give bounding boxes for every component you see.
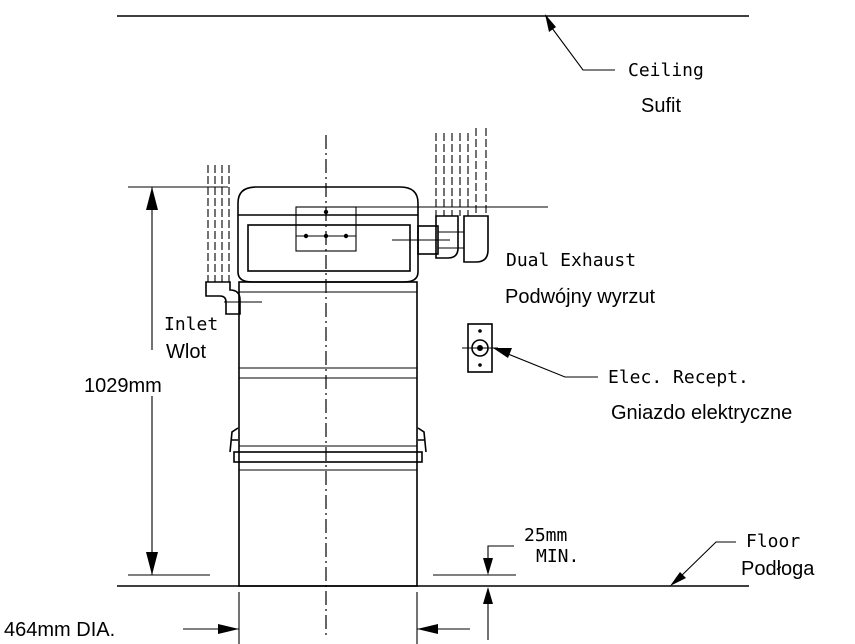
floor-label-en: Floor	[746, 531, 800, 552]
floor-label-pl: Podłoga	[741, 558, 815, 580]
canister-clamp-band	[233, 451, 423, 463]
receptacle-label-en: Elec. Recept.	[608, 367, 749, 388]
right-latch	[417, 427, 427, 453]
receptacle-leader	[497, 349, 598, 378]
exhaust-label-pl: Podwójny wyrzut	[505, 286, 656, 308]
exhaust-label-en: Dual Exhaust	[506, 250, 636, 271]
unit-head	[237, 186, 419, 283]
ceiling-arrowhead	[545, 14, 556, 32]
ceiling-label-en: Ceiling	[628, 60, 704, 81]
diameter-arrow-left	[218, 624, 239, 634]
head-dot-2	[323, 233, 329, 239]
receptacle-label-pl: Gniazdo elektryczne	[611, 402, 792, 424]
clearance-value: 25mm	[524, 525, 567, 546]
exhaust-elbow-2	[463, 215, 489, 263]
clearance-arrow-top	[483, 558, 493, 575]
inlet-elbow	[205, 281, 241, 315]
ceiling-label-pl: Sufit	[641, 95, 681, 117]
head-panel	[247, 224, 411, 272]
ceiling-leader	[548, 23, 615, 71]
exhaust-connector	[438, 231, 464, 249]
diameter-arrow-right	[417, 624, 438, 634]
clearance-note: MIN.	[536, 546, 579, 567]
head-dot-1	[303, 233, 309, 239]
inlet-label-en: Inlet	[164, 314, 218, 335]
head-dot-3	[343, 233, 349, 239]
head-label-plate	[295, 206, 357, 252]
height-arrow-top	[146, 187, 158, 210]
left-latch	[229, 427, 239, 453]
exhaust-elbow-1	[435, 215, 459, 259]
height-arrow-bottom	[146, 552, 158, 575]
receptacle-arrowhead	[493, 348, 512, 358]
head-dot-4	[323, 209, 329, 215]
floor-leader	[676, 541, 736, 581]
receptacle-screw-bottom	[478, 363, 482, 367]
inlet-label-pl: Wlot	[166, 341, 206, 363]
height-label: 1029mm	[84, 375, 162, 397]
diameter-label: 464mm DIA.	[4, 619, 115, 641]
receptacle-screw-top	[478, 329, 482, 333]
exhaust-outlet	[417, 225, 439, 255]
canister-body	[238, 281, 418, 587]
floor-arrowhead	[670, 572, 686, 586]
clearance-arrow-bottom	[483, 587, 493, 604]
